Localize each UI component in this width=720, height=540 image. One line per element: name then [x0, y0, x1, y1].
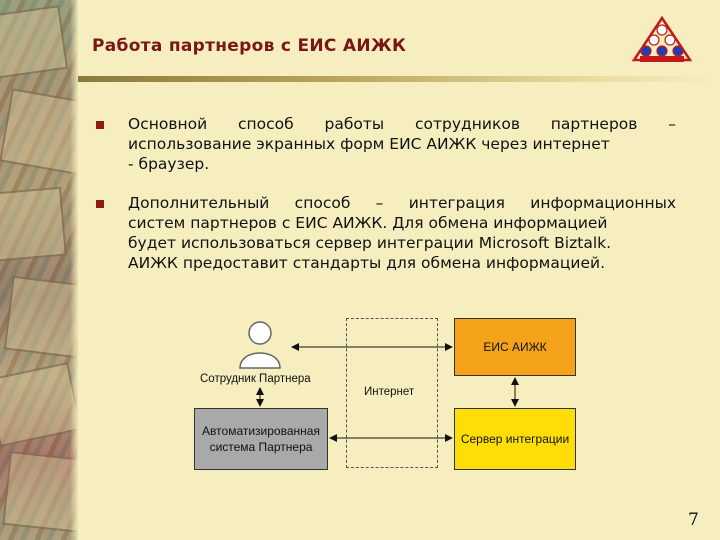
bullet-line: систем партнеров с ЕИС АИЖК. Для обмена …	[128, 214, 608, 232]
bullet-line: - браузер.	[128, 155, 210, 173]
bullet-line: Дополнительный способ – интеграция инфор…	[128, 194, 676, 212]
internet-zone	[346, 318, 438, 468]
title-divider	[78, 76, 720, 82]
bullet-marker	[96, 200, 104, 208]
user-label: Сотрудник Партнера	[200, 373, 311, 385]
bullet-line: АИЖК предоставит стандарты для обмена ин…	[128, 254, 606, 272]
bullet-line: будет использоваться сервер интеграции M…	[128, 234, 612, 252]
bullet-text: Основной способ работы сотрудников партн…	[128, 114, 676, 174]
bullet-line: использование экранных форм ЕИС АИЖК чер…	[128, 135, 610, 153]
slide-title: Работа партнеров с ЕИС АИЖК	[92, 36, 407, 56]
integration-server-box: Сервер интеграции	[454, 408, 576, 470]
page-number: 7	[688, 510, 699, 530]
partner-system-box: Автоматизированная система Партнера	[194, 408, 328, 470]
partner-system-line: система Партнера	[209, 440, 313, 454]
bullet-marker	[96, 121, 104, 129]
eis-box: ЕИС АИЖК	[454, 318, 576, 376]
bullet-text: Дополнительный способ – интеграция инфор…	[128, 193, 676, 273]
bullet-line: Основной способ работы сотрудников партн…	[128, 115, 676, 133]
user-icon	[239, 321, 281, 369]
decorative-side-strip	[0, 0, 78, 540]
partner-system-line: Автоматизированная	[202, 424, 320, 438]
internet-label: Интернет	[364, 386, 415, 398]
logo-icon	[632, 16, 692, 62]
